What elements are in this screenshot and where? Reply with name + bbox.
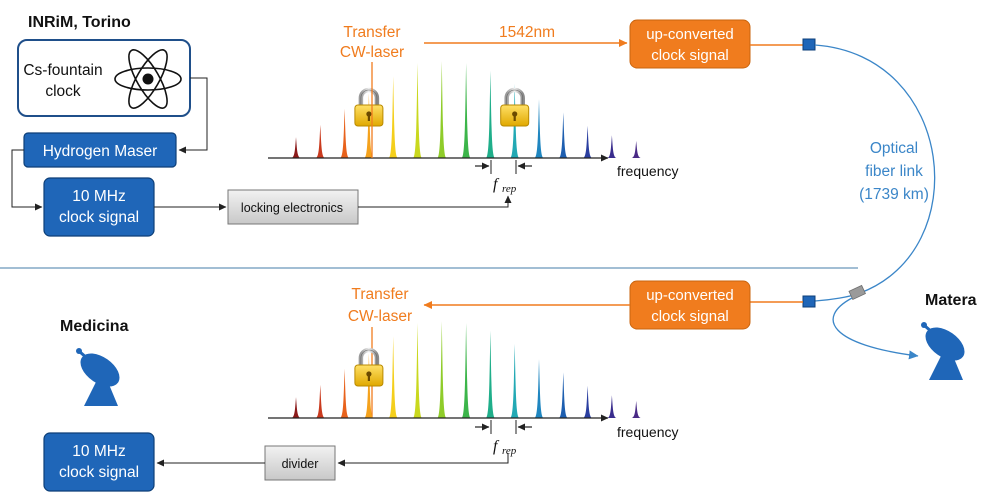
- transfer-laser-bottom-line1: Transfer: [351, 286, 408, 303]
- frequency-label-bottom: frequency: [617, 424, 678, 440]
- comb-tooth: [437, 61, 447, 158]
- frep-subscript-top: rep: [502, 183, 517, 195]
- comb-tooth: [413, 63, 422, 158]
- arrow-fiber-to-matera: [832, 297, 919, 360]
- comb-tooth: [534, 359, 544, 418]
- radio-telescope-icon: [76, 348, 120, 406]
- upconverted-bottom-line1: up-converted: [646, 287, 734, 304]
- clock-signal-box-top: 10 MHz clock signal: [43, 177, 155, 237]
- upconverted-top-line2: clock signal: [651, 47, 729, 64]
- fiber-coupler-top: [802, 38, 816, 51]
- cs-fountain-label-line1: Cs-fountain: [23, 62, 102, 79]
- transfer-laser-top-line2: CW-laser: [340, 44, 404, 61]
- frequency-comb-bottom: [291, 321, 641, 418]
- comb-tooth: [485, 70, 495, 158]
- optical-fiber-link: [814, 44, 936, 302]
- padlock-icon: [500, 87, 530, 127]
- arrow-maser-to-clock: [11, 149, 43, 211]
- radio-telescope-icon: [921, 322, 965, 380]
- locking-electronics-label: locking electronics: [241, 201, 343, 215]
- locking-electronics-box: locking electronics: [227, 189, 359, 225]
- hydrogen-maser-box: Hydrogen Maser: [23, 132, 177, 168]
- divider-box: divider: [264, 445, 336, 481]
- fiber-splitter: [848, 284, 866, 301]
- comb-tooth: [461, 63, 471, 158]
- arrow-locking-to-frep: [358, 195, 512, 208]
- comb-tooth: [315, 384, 325, 418]
- comb-tooth: [583, 385, 593, 418]
- frep-marker-top: f rep: [475, 160, 532, 195]
- transfer-laser-top-line1: Transfer: [343, 24, 400, 41]
- comb-tooth: [534, 99, 544, 158]
- fiber-coupler-bottom: [802, 295, 816, 308]
- clock-signal-bottom-line2: clock signal: [59, 464, 139, 481]
- comb-tooth: [631, 140, 641, 158]
- comb-tooth: [340, 108, 350, 158]
- clock-signal-top-line1: 10 MHz: [72, 188, 125, 205]
- comb-tooth: [340, 368, 350, 418]
- comb-tooth: [291, 397, 301, 418]
- frep-symbol-top: f: [493, 176, 500, 193]
- arrow-fountain-to-maser: [178, 77, 208, 154]
- site-label-torino: INRiM, Torino: [28, 14, 131, 31]
- upconverted-box-top: up-converted clock signal: [629, 19, 751, 69]
- fiber-link-label-line3: (1739 km): [859, 186, 929, 203]
- site-label-medicina: Medicina: [60, 318, 129, 335]
- comb-tooth: [631, 400, 641, 418]
- upconverted-top-line1: up-converted: [646, 26, 734, 43]
- frep-subscript-bottom: rep: [502, 445, 517, 457]
- fiber-link-label-line1: Optical: [870, 140, 918, 157]
- comb-tooth: [388, 76, 398, 158]
- hydrogen-maser-label: Hydrogen Maser: [43, 143, 158, 160]
- frep-symbol-bottom: f: [493, 438, 500, 455]
- clock-signal-top-line2: clock signal: [59, 209, 139, 226]
- frequency-comb-top: [291, 61, 641, 158]
- transfer-laser-bottom-line2: CW-laser: [348, 308, 412, 325]
- comb-tooth: [413, 323, 422, 418]
- upconverted-bottom-line2: clock signal: [651, 308, 729, 325]
- comb-tooth: [485, 330, 495, 418]
- comb-tooth: [607, 135, 617, 158]
- comb-tooth: [607, 395, 617, 418]
- cs-fountain-box: Cs-fountain clock: [17, 39, 191, 117]
- comb-tooth: [461, 323, 471, 418]
- frequency-label-top: frequency: [617, 163, 678, 179]
- padlock-icon: [354, 347, 384, 387]
- cs-fountain-label-line2: clock: [45, 83, 81, 100]
- comb-tooth: [583, 125, 593, 158]
- comb-tooth: [315, 124, 325, 158]
- comb-tooth: [510, 343, 520, 418]
- comb-tooth: [291, 137, 301, 158]
- frep-marker-bottom: f rep: [475, 420, 532, 457]
- arrow-frep-to-divider: [337, 453, 509, 467]
- padlock-icon: [354, 87, 384, 127]
- comb-tooth: [437, 321, 447, 418]
- comb-tooth: [558, 372, 568, 418]
- fiber-link-label-line2: fiber link: [865, 163, 923, 180]
- clock-signal-box-bottom: 10 MHz clock signal: [43, 432, 155, 492]
- comb-tooth: [558, 112, 568, 158]
- upconverted-box-bottom: up-converted clock signal: [629, 280, 751, 330]
- wavelength-label: 1542nm: [499, 24, 555, 41]
- divider-label: divider: [282, 457, 319, 471]
- comb-tooth: [388, 336, 398, 418]
- site-label-matera: Matera: [925, 292, 977, 309]
- clock-signal-bottom-line1: 10 MHz: [72, 443, 125, 460]
